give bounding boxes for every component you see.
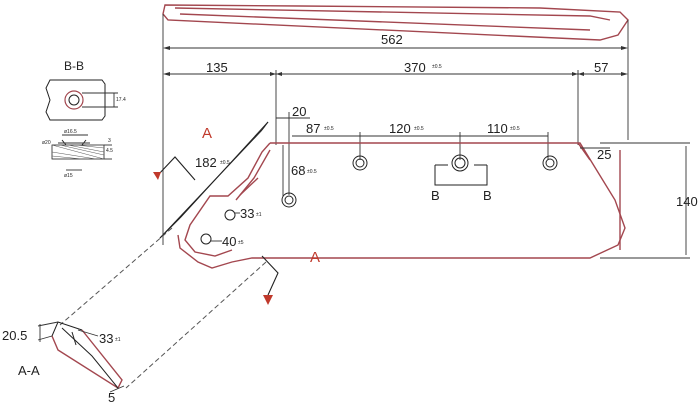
dimension-row-holes: 87 ±0.5 120 ±0.5 110 ±0.5 [292, 121, 549, 160]
label-section-b-right: B [483, 188, 492, 203]
dim-hole-height: 68 [291, 163, 305, 178]
bb-value-5: 4.5 [106, 148, 113, 154]
dimension-20: 20 [276, 104, 310, 195]
dim-second-gap-tol: ±0.5 [414, 126, 424, 132]
hole-nose-2 [200, 233, 212, 245]
dim-first-gap: 87 [306, 121, 320, 136]
section-a-marks: A A [153, 125, 320, 305]
dim-hole-span: 370 [404, 60, 426, 75]
label-section-b-left: B [431, 188, 440, 203]
holes [200, 154, 558, 245]
dim-offset-left: 135 [206, 60, 228, 75]
bb-value-1: 17.4 [116, 97, 126, 103]
dim-right-margin: 57 [594, 60, 608, 75]
dimension-row-main: 135 370 ±0.5 57 [163, 60, 629, 145]
hole-4 [542, 155, 558, 171]
dim-hole1: 33 [240, 206, 254, 221]
bb-value-4: ø15 [64, 173, 73, 179]
label-section-bb: B-B [64, 59, 84, 73]
top-view-outline [162, 4, 629, 41]
dim-small-offset: 20 [292, 104, 306, 119]
section-b-marks: B B [431, 164, 492, 203]
dim-hole1-tol: ±1 [256, 212, 262, 218]
label-section-aa: A-A [18, 363, 40, 378]
hole-2 [352, 155, 368, 171]
dim-section-dim: 33 [99, 331, 113, 346]
dim-section-dim-tol: ±1 [115, 337, 121, 343]
side-view-nose [184, 142, 271, 257]
dimension-25: 25 [580, 147, 611, 162]
label-section-a-top: A [202, 125, 212, 142]
projection-lines [59, 227, 267, 389]
section-bb-profile: ø16.5 ø20 ø15 4.5 3 [42, 129, 113, 179]
dim-diagonal-length: 182 [195, 155, 217, 170]
dimension-182: 182 ±0.5 [159, 121, 269, 239]
side-view-top-edge [270, 142, 626, 259]
section-aa: 20.5 33 ±1 5 A-A [2, 321, 125, 403]
dim-third-gap: 110 [487, 121, 508, 136]
dim-chamfer: 25 [597, 147, 611, 162]
hole-3 [451, 154, 469, 172]
dimension-140: 140 [600, 142, 698, 259]
dim-first-gap-tol: ±0.5 [324, 126, 334, 132]
dim-overall-length: 562 [381, 32, 403, 47]
dim-hole2-tol: ±5 [238, 240, 244, 246]
bb-value-2: ø16.5 [64, 129, 77, 135]
dim-hole-span-tol: ±0.5 [432, 64, 442, 70]
section-bb-plan [45, 79, 106, 121]
bb-value-3: ø20 [42, 140, 51, 146]
bb-value-6: 3 [108, 138, 111, 144]
dimension-hole-nose: 33 ±1 40 ±5 [210, 206, 262, 249]
dim-section-width: 20.5 [2, 328, 27, 343]
dim-hole2: 40 [222, 234, 236, 249]
hole-nose-1 [224, 209, 236, 221]
label-section-a-bottom: A [310, 249, 320, 266]
side-view-lower-edge [177, 234, 275, 269]
side-view [177, 142, 626, 269]
dimension-562: 562 [162, 14, 629, 245]
dim-hole-height-tol: ±0.5 [307, 169, 317, 175]
dimension-68: 68 ±0.5 [282, 145, 317, 197]
dim-section-tip: 5 [108, 390, 115, 403]
section-bb: B-B 17.4 ø16.5 ø20 ø15 4.5 3 [42, 59, 126, 179]
top-view [162, 4, 629, 41]
dim-second-gap: 120 [389, 121, 411, 136]
dim-third-gap-tol: ±0.5 [510, 126, 520, 132]
hole-1 [281, 192, 297, 208]
dim-height: 140 [676, 194, 698, 209]
dim-diagonal-length-tol: ±0.5 [220, 160, 230, 166]
